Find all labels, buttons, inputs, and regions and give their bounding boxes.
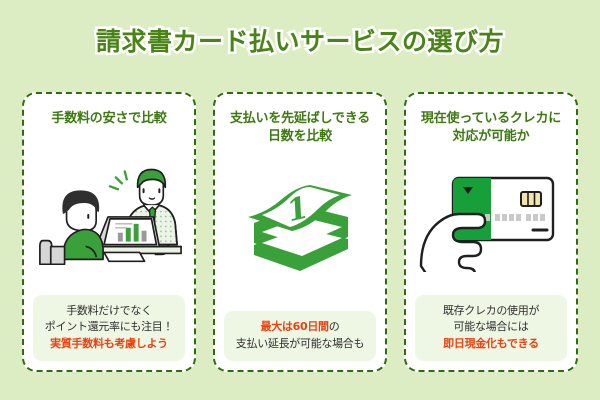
note-line-2: ポイント還元率にも注目！ [44,320,174,334]
note-highlight: 最大は60日間 [260,320,330,334]
card-existing-card-support[interactable]: 現在使っているクレカに 対応が可能か [404,92,578,372]
card-heading: 支払いを先延ばしできる 日数を比較 [229,111,371,144]
card-note: 既存クレカの使用が 可能な場合には 即日現金化もできる [415,295,567,361]
note-line-3: 実質手数料も考慮しよう [50,336,168,350]
card-note: 手数料だけでなく ポイント還元率にも注目！ 実質手数料も考慮しよう [33,295,185,361]
note-line-3: 即日現金化もできる [443,336,539,350]
note-line-2: 支払い延長が可能な場合も [235,336,365,350]
card-note: 最大は60日間の 支払い延長が可能な場合も [224,311,376,361]
card-payment-deferral[interactable]: 支払いを先延ばしできる 日数を比較 1 [213,92,387,372]
note-line-1: 最大は60日間の [228,319,372,335]
note-line-2: 可能な場合には [453,320,529,334]
card-fee-comparison[interactable]: 手数料の安さで比較 [22,92,196,372]
page-title: 請求書カード払いサービスの選び方 [93,25,506,59]
hand-holding-credit-card-icon [413,145,569,295]
note-tail: の [328,320,340,334]
note-line-1: 既存クレカの使用が [442,304,540,318]
card-heading: 手数料の安さで比較 [51,111,167,126]
title-container: 請求書カード払いサービスの選び方 [0,22,600,59]
consultation-illustration [31,128,187,296]
card-heading: 現在使っているクレカに 対応が可能か [420,111,562,144]
cards-row: 手数料の安さで比較 [22,92,578,372]
daily-calendar-icon: 1 [222,145,378,311]
note-line-1: 手数料だけでなく [66,304,152,318]
